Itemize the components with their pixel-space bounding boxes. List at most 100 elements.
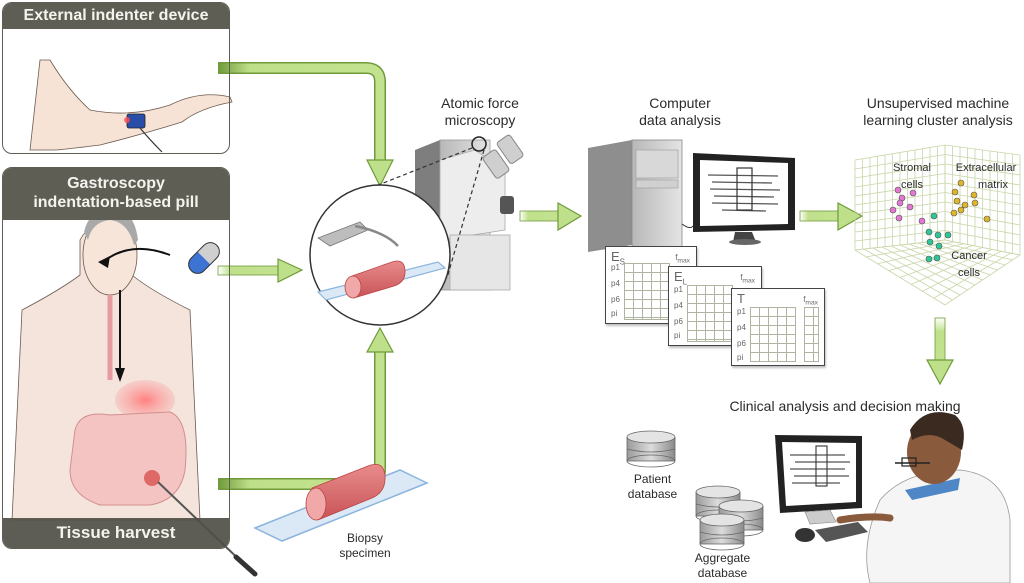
cluster-point xyxy=(925,228,933,236)
label-biopsy: Biopsy specimen xyxy=(330,531,400,561)
arrow-afm-to-computer xyxy=(519,201,583,232)
panel-external-indenter: External indenter device xyxy=(2,2,230,154)
clinical-monitor-illustration xyxy=(775,435,868,542)
sheet-row-label: pi xyxy=(674,331,681,340)
aggregate-database-icon xyxy=(695,485,764,551)
sheet-grid-fmax xyxy=(804,307,819,362)
sheet-grid xyxy=(750,307,796,362)
label-biopsy-line1: Biopsy xyxy=(346,531,384,545)
grid-line xyxy=(854,201,946,215)
label-ml-line2: learning cluster analysis xyxy=(863,112,1013,128)
sheet-row-label: p1 xyxy=(674,285,683,294)
grid-line xyxy=(922,250,1002,292)
arrow-tissue-to-afm xyxy=(218,326,395,490)
cluster-point xyxy=(957,179,965,187)
arrow-computer-to-ml xyxy=(799,201,864,232)
cluster-point xyxy=(935,242,943,250)
cluster-point xyxy=(961,201,969,209)
label-aggregate-database: Aggregate database xyxy=(690,551,755,581)
sheet-title: ES xyxy=(611,249,626,267)
sheet-title: T xyxy=(737,291,745,306)
computer-illustration xyxy=(588,139,795,252)
label-cluster-stromal: Stromal cells xyxy=(887,162,937,192)
sheet-grid xyxy=(687,285,733,342)
afm-microscope-illustration xyxy=(362,134,524,291)
cluster-point xyxy=(944,231,952,239)
grid-line xyxy=(944,173,1021,186)
sheet-row-label: p6 xyxy=(674,317,683,326)
sheet-row-label: p6 xyxy=(737,339,746,348)
label-afm-line2: microscopy xyxy=(444,112,516,128)
label-cluster-ecm: Extracellular matrix xyxy=(950,162,1022,192)
grid-line xyxy=(944,192,1021,206)
cluster-point xyxy=(957,206,965,214)
ml-3d-grid xyxy=(854,144,1021,306)
sheet-fmax: fmax xyxy=(740,273,755,285)
label-patient-database-line2: database xyxy=(627,487,678,501)
sheet-row-label: p4 xyxy=(737,323,746,332)
label-computer-line2: data analysis xyxy=(639,112,721,128)
sheet-row-label: p4 xyxy=(611,279,620,288)
cluster-point xyxy=(934,231,942,239)
cluster-point xyxy=(951,188,959,196)
label-patient-database: Patient database xyxy=(625,472,680,502)
label-cluster-cancer-line2: cells xyxy=(957,267,980,279)
grid-line xyxy=(854,154,946,170)
patient-database-icon xyxy=(626,430,676,468)
cluster-point xyxy=(925,255,933,263)
sheet-fmax: fmax xyxy=(803,295,818,307)
sheet-row-label: pi xyxy=(737,353,744,362)
arrow-external-to-afm xyxy=(218,62,394,188)
database-cylinder xyxy=(699,513,745,551)
grid-line xyxy=(944,230,1021,246)
sheet-row-label: pi xyxy=(611,309,618,318)
cluster-point xyxy=(983,215,991,223)
cluster-point xyxy=(926,238,934,246)
cluster-point xyxy=(896,199,904,207)
panel-title-tissue-harvest: Tissue harvest xyxy=(3,518,229,548)
cluster-point xyxy=(930,212,938,220)
sheet-grid xyxy=(624,263,670,320)
label-cluster-cancer: Cancer cells xyxy=(944,250,994,280)
label-cluster-stromal-line2: cells xyxy=(900,179,923,191)
label-biopsy-line2: specimen xyxy=(339,546,391,560)
arm-illustration xyxy=(29,59,233,153)
panel-gastroscopy: Gastroscopy indentation-based pill Tissu… xyxy=(2,167,230,549)
panel-title-gastroscopy: Gastroscopy indentation-based pill xyxy=(3,168,229,220)
grid-line xyxy=(899,247,983,278)
label-computer-line1: Computer xyxy=(649,95,711,111)
cluster-point xyxy=(895,214,903,222)
label-computer: Computer data analysis xyxy=(630,95,730,129)
grid-line xyxy=(944,144,1021,156)
label-aggregate-database-line2: database xyxy=(697,566,748,580)
data-sheet-el: EL fmax p1 p4 p6 pi xyxy=(668,266,762,346)
sheet-row-label: p4 xyxy=(674,301,683,310)
grid-line xyxy=(854,163,946,179)
sheet-row-label: p1 xyxy=(737,307,746,316)
grid-line xyxy=(944,220,1021,236)
pill-capsule-icon xyxy=(188,242,220,274)
data-sheet-t: T fmax p1 p4 p6 pi xyxy=(731,288,825,366)
cluster-point xyxy=(909,189,917,197)
sheet-row-label: p6 xyxy=(611,295,620,304)
human-torso-illustration xyxy=(11,209,258,577)
cluster-point xyxy=(971,199,979,207)
ml-cluster-points xyxy=(889,179,991,263)
label-afm: Atomic force microscopy xyxy=(425,95,535,129)
doctor-illustration xyxy=(836,412,1011,583)
sheet-title: EL xyxy=(674,269,688,287)
label-cluster-ecm-line2: matrix xyxy=(978,179,1008,191)
cluster-point xyxy=(933,254,941,262)
label-patient-database-line1: Patient xyxy=(633,472,672,486)
grid-line xyxy=(944,154,1021,166)
label-afm-line1: Atomic force xyxy=(441,95,519,111)
grid-line xyxy=(877,243,964,265)
label-aggregate-database-line1: Aggregate xyxy=(694,551,751,565)
grid-line xyxy=(944,254,1021,306)
grid-line xyxy=(911,249,993,285)
label-cluster-stromal-line1: Stromal xyxy=(893,162,931,174)
cluster-point xyxy=(953,197,961,205)
arrow-pill-to-afm xyxy=(217,258,304,283)
grid-line xyxy=(854,173,946,188)
